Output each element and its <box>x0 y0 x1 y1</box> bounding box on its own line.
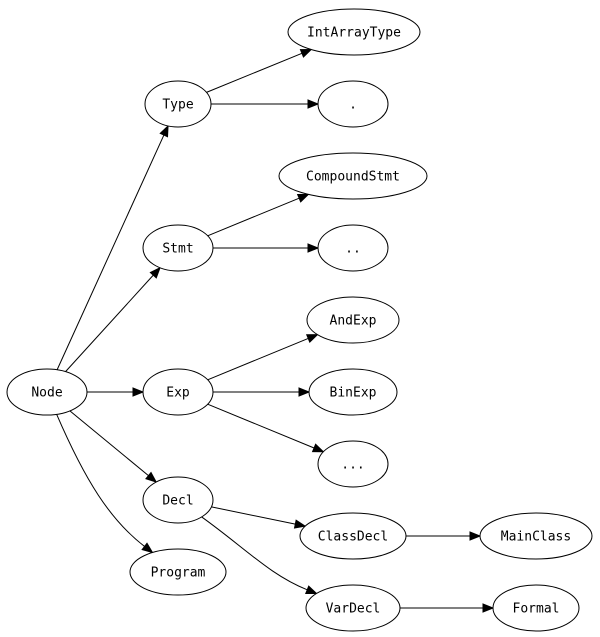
edge-node-to-decl <box>69 410 158 483</box>
edge-exp-to-and-exp <box>207 334 319 381</box>
arrowhead-icon <box>307 99 320 109</box>
node-dot1: . <box>317 80 389 128</box>
node-ellipse <box>142 224 214 272</box>
node-ellipse <box>308 368 398 416</box>
node-label: IntArrayType <box>307 26 401 41</box>
edge-node-to-stmt <box>65 266 161 372</box>
node-ellipse <box>299 512 407 560</box>
node-and-exp: AndExp <box>306 296 400 344</box>
node-main-class: MainClass <box>479 512 593 560</box>
arrowhead-icon <box>145 471 158 483</box>
edge-stmt-to-compound-stmt <box>207 193 310 237</box>
arrowhead-icon <box>149 266 161 279</box>
node-label: BinExp <box>330 386 377 401</box>
node-ellipse <box>144 80 212 128</box>
node-ellipse <box>306 296 400 344</box>
node-ellipse <box>479 512 593 560</box>
node-ellipse <box>317 80 389 128</box>
node-var-decl: VarDecl <box>305 584 401 632</box>
edge-node-to-type <box>56 124 169 370</box>
node-label: VarDecl <box>326 602 381 617</box>
node-label: Exp <box>166 386 190 401</box>
node-ellipse <box>142 476 214 524</box>
node-ellipse <box>278 152 428 200</box>
node-int-array-type: IntArrayType <box>287 8 421 56</box>
edge-line <box>207 403 315 449</box>
node-node: Node <box>6 368 88 416</box>
edge-line <box>211 506 296 525</box>
edge-type-to-dot1 <box>211 99 320 109</box>
node-label: Decl <box>162 494 193 509</box>
arrowhead-icon <box>298 387 311 397</box>
node-label: MainClass <box>501 530 571 545</box>
node-ellipse <box>317 224 389 272</box>
edge-line <box>69 410 149 477</box>
edge-line <box>56 414 145 547</box>
edge-line <box>207 197 300 237</box>
arrowhead-icon <box>305 334 319 343</box>
edge-line <box>65 274 154 372</box>
edge-stmt-to-dot2 <box>213 243 320 253</box>
node-label: Type <box>162 98 193 113</box>
arrowhead-icon <box>307 243 320 253</box>
node-label: Stmt <box>162 242 193 257</box>
node-ellipse <box>287 8 421 56</box>
edge-node-to-program <box>56 414 154 554</box>
edge-decl-to-var-decl <box>201 516 318 595</box>
node-ellipse <box>6 368 88 416</box>
edge-decl-to-class-decl <box>211 506 307 529</box>
arrowhead-icon <box>132 387 145 397</box>
node-bin-exp: BinExp <box>308 368 398 416</box>
edge-exp-to-dot3 <box>207 403 325 453</box>
edge-var-decl-to-formal <box>400 603 495 613</box>
node-program: Program <box>129 548 227 596</box>
edges-layer <box>56 48 495 613</box>
edge-class-decl-to-main-class <box>406 531 482 541</box>
arrowhead-icon <box>141 542 154 554</box>
arrowhead-icon <box>469 531 482 541</box>
node-ellipse <box>317 440 389 488</box>
arrowhead-icon <box>311 443 325 453</box>
edge-line <box>201 516 308 591</box>
node-label: Formal <box>513 602 560 617</box>
node-ellipse <box>305 584 401 632</box>
node-label: Node <box>31 386 62 401</box>
node-dot3: ... <box>317 440 389 488</box>
node-label: .. <box>345 242 361 257</box>
node-class-decl: ClassDecl <box>299 512 407 560</box>
node-label: AndExp <box>330 314 377 329</box>
node-stmt: Stmt <box>142 224 214 272</box>
node-ellipse <box>142 368 214 416</box>
edge-node-to-exp <box>87 387 145 397</box>
node-exp: Exp <box>142 368 214 416</box>
edge-type-to-int-array-type <box>206 48 313 93</box>
arrowhead-icon <box>296 193 310 203</box>
edge-line <box>206 52 303 93</box>
edge-exp-to-bin-exp <box>213 387 311 397</box>
node-decl: Decl <box>142 476 214 524</box>
node-label: CompoundStmt <box>306 170 400 185</box>
arrowhead-icon <box>305 585 318 595</box>
node-compound-stmt: CompoundStmt <box>278 152 428 200</box>
arrowhead-icon <box>159 124 169 138</box>
node-type: Type <box>144 80 212 128</box>
node-ellipse <box>129 548 227 596</box>
node-label: ClassDecl <box>318 530 388 545</box>
node-label: Program <box>151 566 206 581</box>
arrowhead-icon <box>293 519 307 529</box>
node-dot2: .. <box>317 224 389 272</box>
node-formal: Formal <box>492 584 580 632</box>
node-label: ... <box>341 458 364 473</box>
node-label: . <box>349 98 357 113</box>
edge-line <box>207 337 309 381</box>
node-ellipse <box>492 584 580 632</box>
arrowhead-icon <box>482 603 495 613</box>
edge-line <box>56 134 165 370</box>
arrowhead-icon <box>299 48 313 58</box>
